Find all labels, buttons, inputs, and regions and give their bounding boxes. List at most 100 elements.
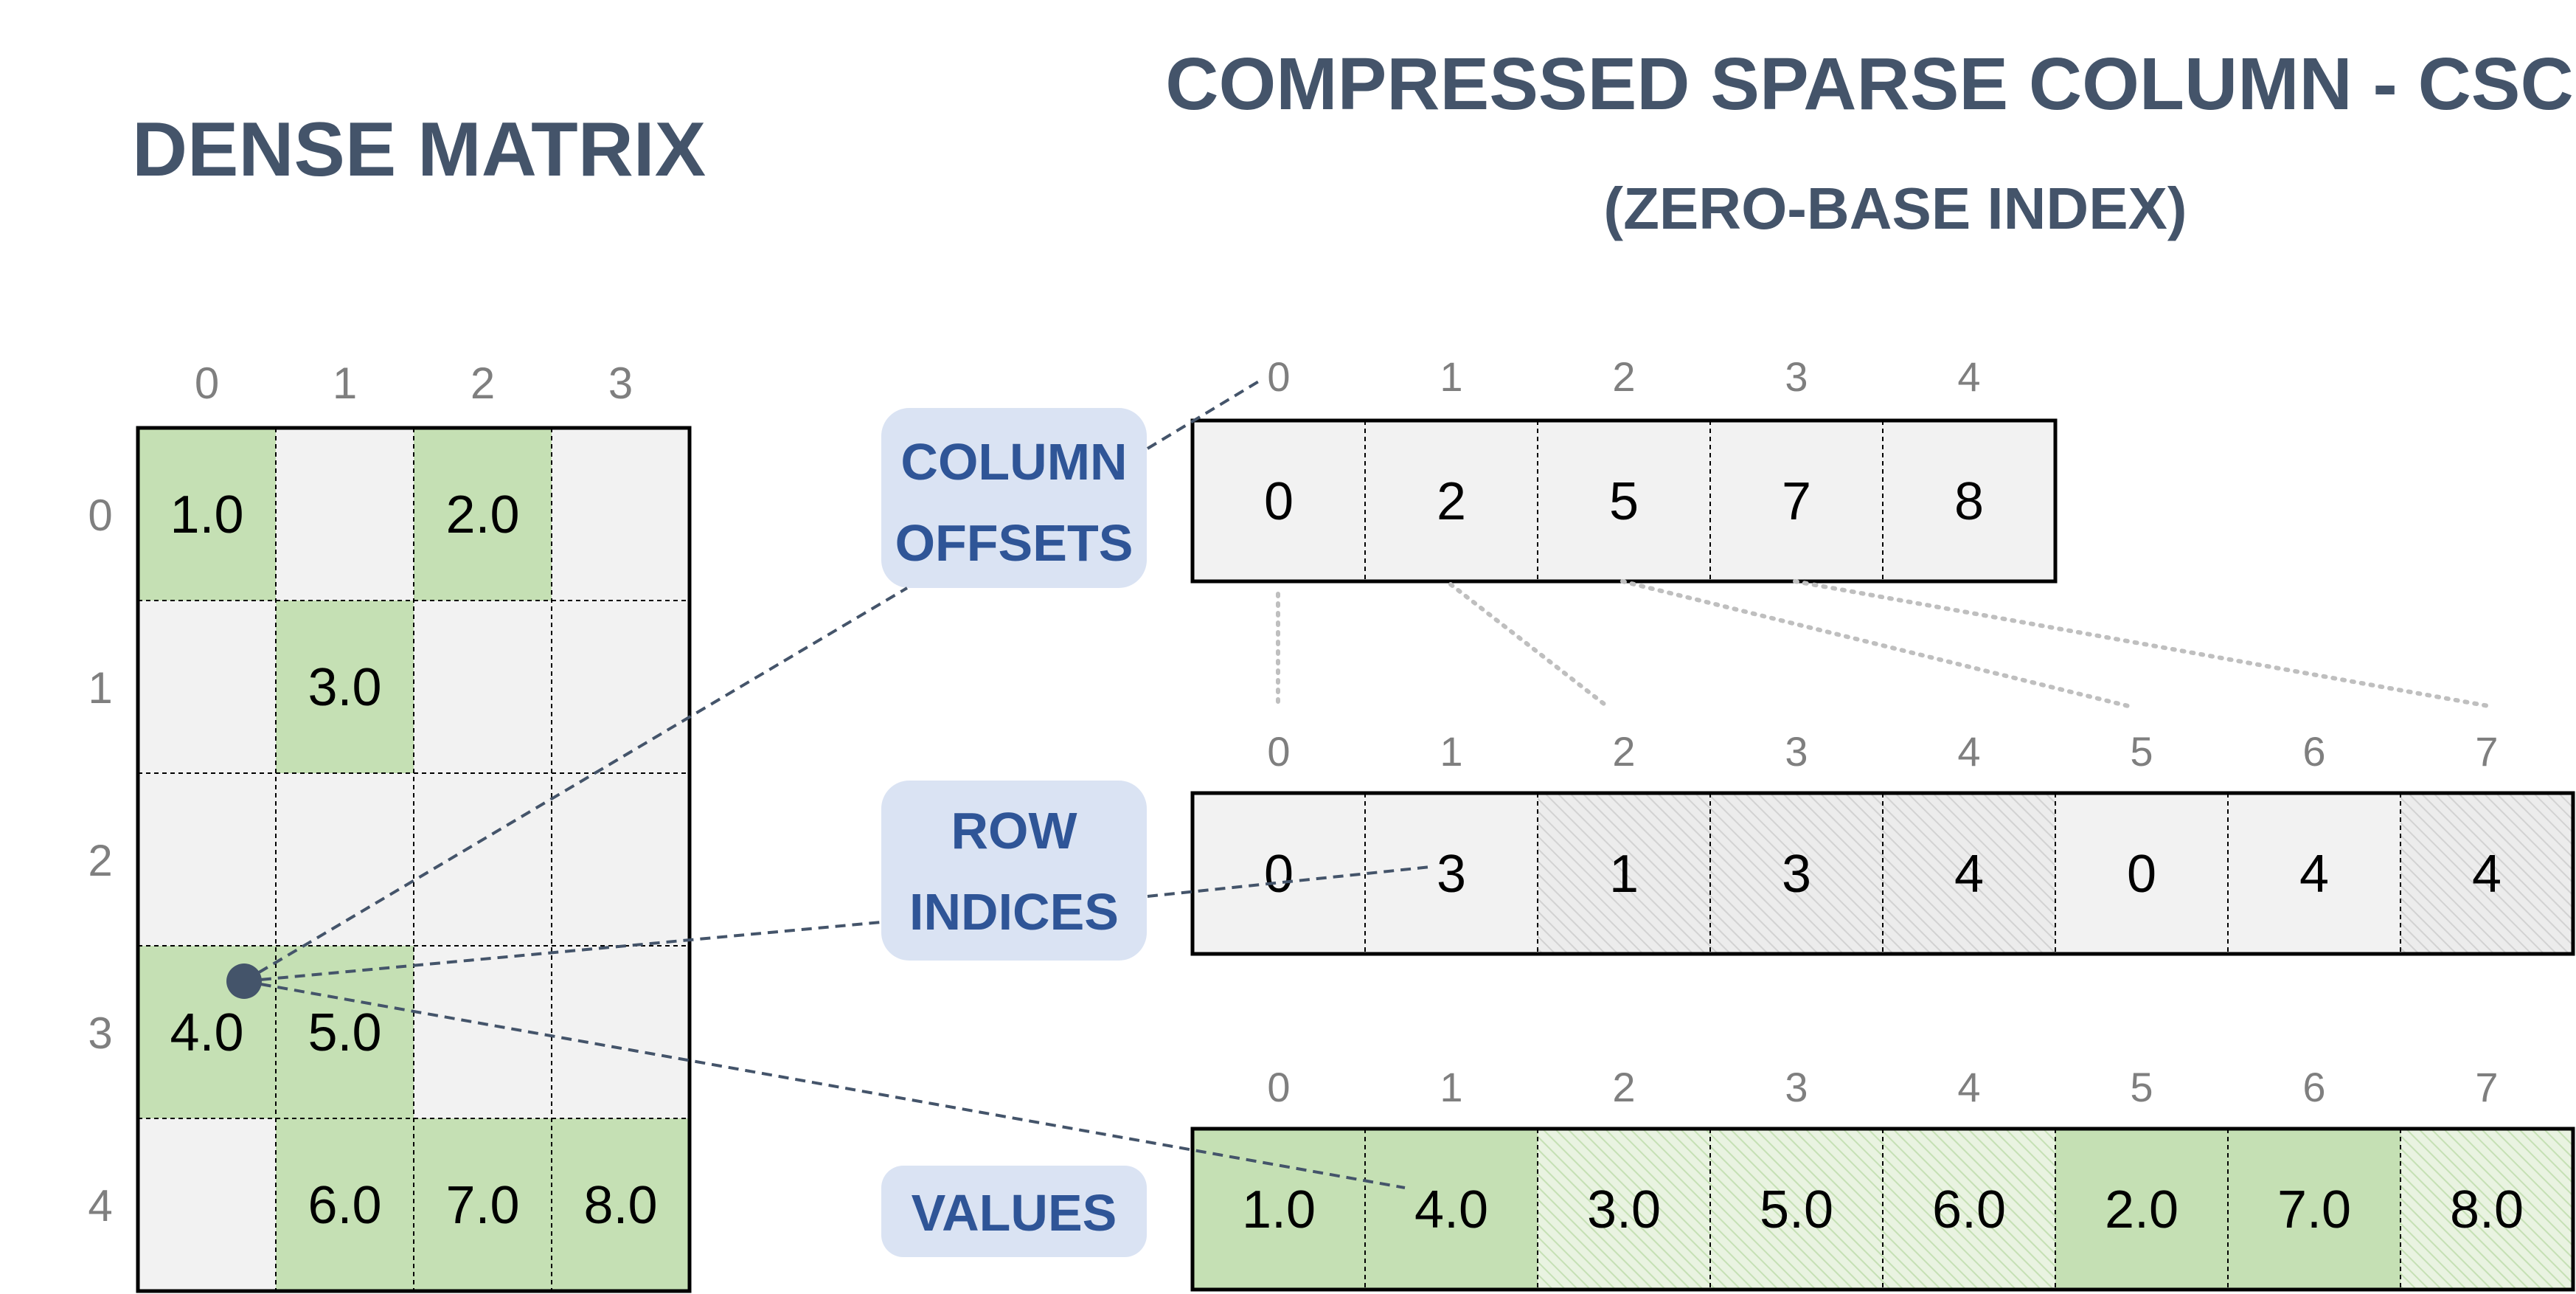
value-border [1190,1127,2575,1292]
row-index-cell [1365,793,1538,954]
offset-line-1 [1448,582,1610,709]
values-label: VALUES [881,1166,1147,1257]
value-index: 1 [1440,1064,1462,1110]
row-indices-label-line2: INDICES [909,883,1119,941]
value-value: 3.0 [1587,1180,1661,1239]
dense-matrix-title: DENSE MATRIX [132,107,706,193]
row-indices-label-line1: ROW [951,802,1077,859]
offset-cell [1538,421,1710,581]
dense-cell [138,428,276,601]
row-index-value: 1 [1609,845,1639,904]
value-index: 5 [2130,1064,2153,1110]
offset-index: 3 [1785,353,1808,400]
dense-cell-value: 8.0 [583,1176,657,1235]
row-index-border [1190,791,2575,956]
offset-index: 4 [1957,353,1980,400]
row-index-cell [2055,793,2228,954]
value-cell [2400,1129,2573,1290]
leader-lines [243,378,1431,1189]
value-index: 3 [1785,1064,1808,1110]
dense-cell [138,1118,276,1291]
value-value: 6.0 [1932,1180,2006,1239]
offset-line-3 [1793,579,2495,709]
dense-cell [552,1118,690,1291]
dense-row-index: 2 [88,836,112,885]
column-offsets-label-line2: OFFSETS [895,514,1133,572]
row-index-cell [1710,793,1883,954]
value-index: 7 [2475,1064,2498,1110]
row-index-index: 3 [1785,728,1808,775]
row-index-index: 6 [2302,728,2325,775]
dense-cell-value: 4.0 [170,1003,243,1062]
dense-cell [276,428,414,601]
value-cell [1365,1129,1538,1290]
row-index-value: 0 [2127,845,2156,904]
offset-value: 8 [1954,472,1984,531]
dense-cell-value: 7.0 [445,1176,519,1235]
row-index-value: 4 [2472,845,2502,904]
dense-cell [276,601,414,773]
row-index-value: 4 [2299,845,2329,904]
value-value: 8.0 [2450,1180,2524,1239]
dense-col-index: 2 [471,359,495,408]
dense-cell [276,1118,414,1291]
values-label-box [881,1166,1147,1257]
offset-cell [1710,421,1883,581]
row-index-cell [1538,793,1710,954]
offset-value: 5 [1609,472,1639,531]
dense-row-index: 0 [88,491,112,540]
dense-cell [138,601,276,773]
value-cell [2228,1129,2400,1290]
dense-cell [138,773,276,946]
offset-index: 0 [1267,353,1290,400]
value-value: 4.0 [1414,1180,1488,1239]
dense-cell [552,946,690,1118]
offset-value: 0 [1264,472,1294,531]
column-offsets-label-box [881,408,1147,588]
row-index-cell [2228,793,2400,954]
value-index: 0 [1267,1064,1290,1110]
dense-cell [552,601,690,773]
value-cell [2055,1129,2228,1290]
offset-cell [1365,421,1538,581]
leader-offsets-to-index [1146,378,1263,450]
row-index-value: 0 [1264,845,1294,904]
dense-cell [552,773,690,946]
offset-cell [1192,421,1365,581]
dense-cell-value: 3.0 [308,658,381,717]
dense-cell [414,1118,552,1291]
dense-col-index: 0 [195,359,219,408]
csc-heading: COMPRESSED SPARSE COLUMN - CSC (ZERO-BAS… [1165,43,2573,241]
value-index: 2 [1612,1064,1635,1110]
dense-col-index: 3 [608,359,633,408]
offset-index: 2 [1612,353,1635,400]
row-index-index: 7 [2475,728,2498,775]
offset-cell [1883,421,2055,581]
value-value: 5.0 [1760,1180,1833,1239]
offset-index: 1 [1440,353,1462,400]
leader-to-offsets [243,587,909,983]
values-label-text: VALUES [912,1184,1117,1242]
column-offsets-label: COLUMN OFFSETS [881,408,1147,588]
dense-col-index: 1 [333,359,357,408]
dense-cell-value: 1.0 [170,485,243,544]
row-index-index: 1 [1440,728,1462,775]
value-value: 7.0 [2277,1180,2351,1239]
dense-cell [552,428,690,601]
value-cell [1710,1129,1883,1290]
dense-matrix-heading: DENSE MATRIX [132,107,706,193]
offset-value: 2 [1437,472,1466,531]
offset-mapping-lines [1276,579,2495,709]
leader-row-indices-to-cell [1147,865,1431,898]
row-index-index: 5 [2130,728,2153,775]
row-index-value: 3 [1782,845,1811,904]
dense-matrix-border [136,426,692,1293]
row-index-value: 3 [1437,845,1466,904]
row-index-value: 4 [1954,845,1984,904]
row-index-cell [1192,793,1365,954]
dense-row-index: 1 [88,663,112,713]
dense-cell [414,601,552,773]
